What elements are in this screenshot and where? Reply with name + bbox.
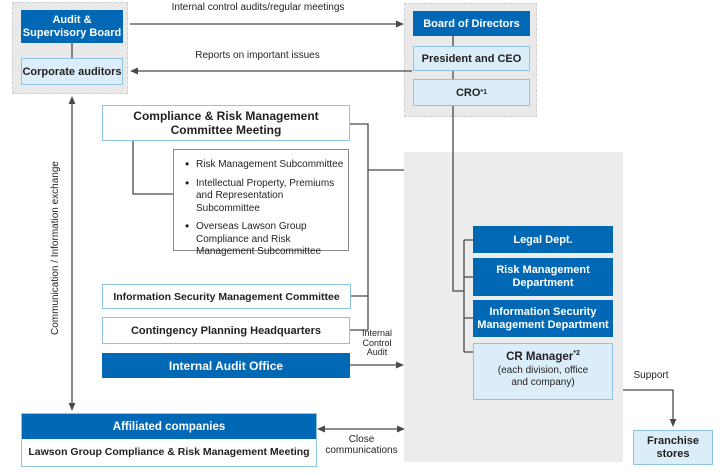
info-security-committee-box: Information Security Management Committe…	[102, 284, 351, 309]
subcommittee-item: Overseas Lawson Group Compliance and Ris…	[185, 220, 344, 259]
audit-supervisory-board-box: Audit & Supervisory Board	[21, 10, 123, 43]
cr-manager-footnote-ref: *2	[573, 350, 580, 358]
president-ceo-box: President and CEO	[413, 46, 530, 71]
affiliated-companies-header: Affiliated companies	[22, 414, 316, 439]
internal-control-audits-label: Internal control audits/regular meetings	[171, 2, 345, 13]
cro-box: CRO*1	[413, 79, 530, 106]
affiliated-group-box: Affiliated companies Lawson Group Compli…	[21, 413, 317, 467]
board-of-directors-box: Board of Directors	[413, 11, 530, 36]
committee-spine	[350, 123, 404, 331]
subcommittee-item: Intellectual Property, Premiums and Repr…	[185, 177, 344, 216]
subcommittees-box: Risk Management Subcommittee Intellectua…	[173, 149, 349, 257]
contingency-hq-box: Contingency Planning Headquarters	[102, 317, 350, 344]
reports-label: Reports on important issues	[195, 50, 320, 61]
cr-manager-subtext: (each division, office and company)	[497, 365, 589, 388]
corporate-auditors-box: Corporate auditors	[21, 58, 123, 85]
internal-control-audit-label: Internal Control Audit	[361, 328, 393, 357]
subcommittee-list: Risk Management Subcommittee Intellectua…	[174, 150, 348, 259]
support-arrow-line	[623, 389, 674, 420]
cr-manager-box: CR Manager*2 (each division, office and …	[473, 343, 613, 400]
support-label: Support	[633, 370, 669, 381]
committee-to-subcommittee-link	[132, 141, 173, 195]
internal-audit-office-box: Internal Audit Office	[102, 353, 350, 378]
franchise-stores-box: Franchise stores	[633, 430, 713, 465]
cro-label: CRO	[455, 86, 481, 99]
close-communications-label: Close communications	[325, 434, 398, 456]
cr-manager-title: CR Manager*2	[506, 350, 580, 363]
subcommittee-item: Risk Management Subcommittee	[185, 158, 344, 172]
legal-dept-box: Legal Dept.	[473, 226, 613, 253]
compliance-committee-box: Compliance & Risk Management Committee M…	[102, 105, 350, 141]
risk-dept-box: Risk Management Department	[473, 258, 613, 296]
communication-exchange-label: Communication / Information exchange	[50, 161, 61, 335]
info-security-dept-box: Information Security Management Departme…	[473, 300, 613, 337]
lawson-group-meeting-box: Lawson Group Compliance & Risk Managemen…	[28, 446, 310, 458]
